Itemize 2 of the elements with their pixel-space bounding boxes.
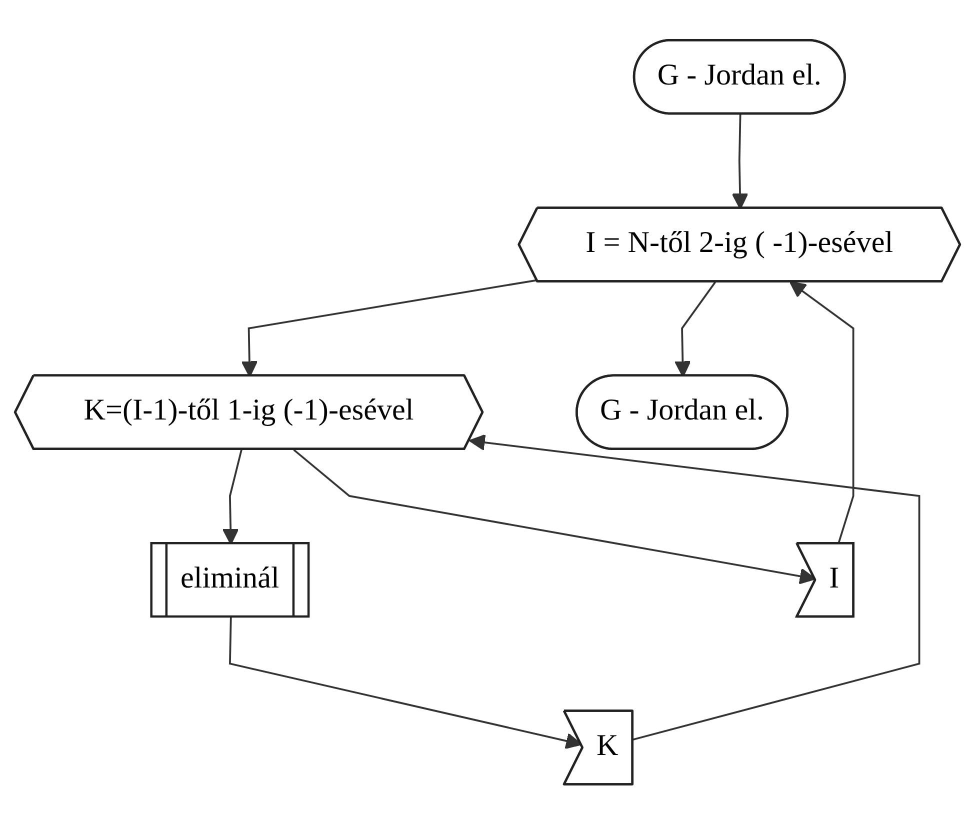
arrow <box>229 618 582 750</box>
arrow <box>468 434 920 741</box>
